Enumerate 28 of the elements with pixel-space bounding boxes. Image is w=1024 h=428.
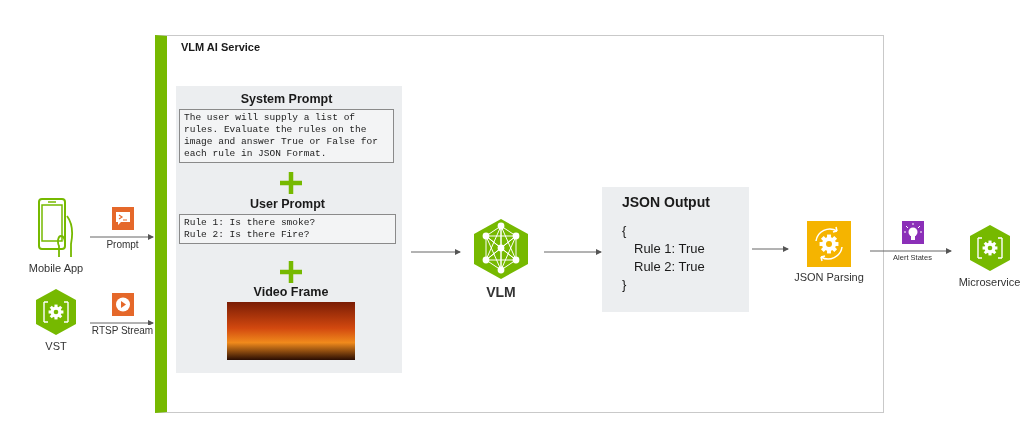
prompt-line: Rule 2: Is there Fire?: [184, 229, 310, 241]
code-line: }: [622, 276, 627, 294]
arrow: [543, 249, 602, 255]
edge-label: RTSP Stream: [90, 325, 155, 336]
node-label: VST: [45, 340, 67, 352]
prompt-heading: System Prompt: [240, 92, 333, 106]
node-label: JSON Parsing: [794, 271, 864, 283]
node-label: Mobile App: [28, 262, 84, 274]
code-line: Rule 1: True: [634, 240, 705, 258]
frame-heading: Video Frame: [253, 285, 329, 299]
code-line: Rule 2: True: [634, 258, 705, 276]
arrow: [89, 320, 154, 326]
arrow: [89, 234, 154, 240]
prompt-text-box: The user will supply a list of rules. Evaluate the rules on the image and answer True or False for each rule in JSON Format.: [179, 109, 394, 163]
arrow: [751, 246, 789, 252]
output-heading: JSON Output: [622, 194, 710, 210]
prompt-line: Rule 1: Is there smoke?: [184, 217, 316, 229]
edge-label: Prompt: [105, 239, 140, 250]
code-line: {: [622, 222, 627, 240]
node-label: VLM: [486, 284, 516, 300]
node-label: Microservice: [958, 276, 1021, 288]
output-panel: [602, 187, 749, 312]
prompt-panel: [176, 86, 402, 373]
arrow: [869, 248, 952, 254]
section-title: VLM AI Service: [181, 41, 261, 53]
service-frame: [155, 35, 884, 413]
prompt-heading: User Prompt: [250, 197, 325, 211]
arrow: [410, 249, 461, 255]
